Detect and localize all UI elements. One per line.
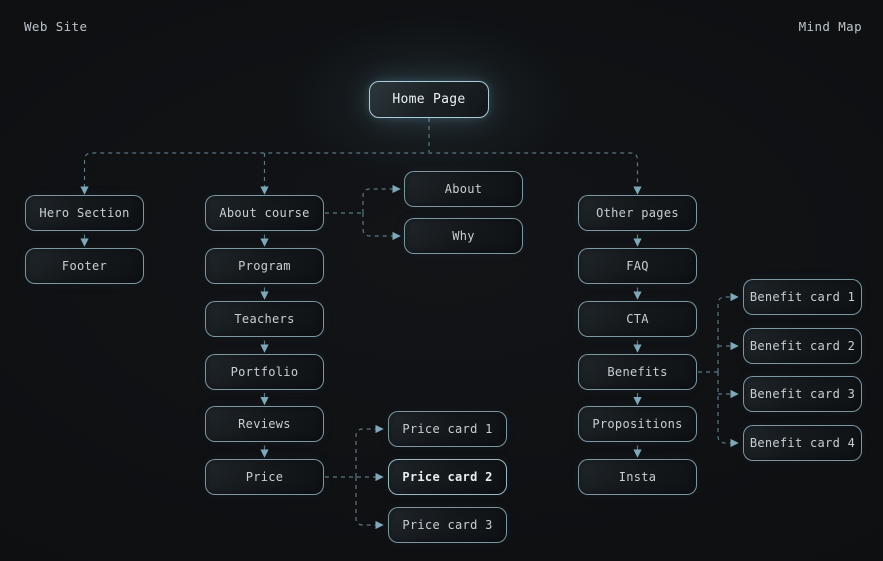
node-benefit-card-4[interactable]: Benefit card 4	[743, 425, 862, 461]
node-label: Why	[452, 229, 475, 243]
node-label: Benefit card 1	[749, 290, 856, 304]
node-benefits[interactable]: Benefits	[578, 354, 697, 390]
node-price-card-2[interactable]: Price card 2	[388, 459, 507, 495]
node-portfolio[interactable]: Portfolio	[205, 354, 324, 390]
node-label: Price	[245, 470, 284, 484]
node-label: Other pages	[596, 206, 679, 220]
node-benefit-card-3[interactable]: Benefit card 3	[743, 376, 862, 412]
node-label: Price card 1	[402, 422, 493, 436]
node-label: About	[444, 182, 483, 196]
node-label: Home Page	[392, 92, 466, 107]
node-label: Reviews	[238, 417, 291, 431]
node-label: Benefits	[607, 365, 668, 379]
node-label: Price card 3	[402, 518, 493, 532]
node-label: Benefit card 2	[749, 339, 856, 353]
node-label: Hero Section	[39, 206, 130, 220]
node-label: Propositions	[592, 417, 683, 431]
node-label: Benefit card 4	[749, 436, 856, 450]
connector-aboutcourse-about	[362, 184, 401, 213]
node-price[interactable]: Price	[205, 459, 324, 495]
node-other-pages[interactable]: Other pages	[578, 195, 697, 231]
connector-price-pricecard3	[355, 477, 384, 530]
node-label: Footer	[61, 259, 108, 273]
node-insta[interactable]: Insta	[578, 459, 697, 495]
node-price-card-3[interactable]: Price card 3	[388, 507, 507, 543]
node-why[interactable]: Why	[404, 218, 523, 254]
node-teachers[interactable]: Teachers	[205, 301, 324, 337]
node-label: Portfolio	[230, 365, 299, 379]
node-label: FAQ	[626, 259, 649, 273]
node-label: Benefit card 3	[749, 387, 856, 401]
node-cta[interactable]: CTA	[578, 301, 697, 337]
node-propositions[interactable]: Propositions	[578, 406, 697, 442]
node-program[interactable]: Program	[205, 248, 324, 284]
node-label: CTA	[626, 312, 649, 326]
node-benefit-card-2[interactable]: Benefit card 2	[743, 328, 862, 364]
node-about[interactable]: About	[404, 171, 523, 207]
connector-benefits-card1	[717, 292, 739, 372]
connector-main-horizontal	[80, 152, 642, 195]
view-mode-label: Mind Map	[798, 19, 862, 34]
node-about-course[interactable]: About course	[205, 195, 324, 231]
node-benefit-card-1[interactable]: Benefit card 1	[743, 279, 862, 315]
node-reviews[interactable]: Reviews	[205, 406, 324, 442]
node-label: Insta	[618, 470, 657, 484]
connector-price-pricecard1	[355, 424, 384, 477]
node-home-page[interactable]: Home Page	[369, 81, 489, 118]
node-footer[interactable]: Footer	[25, 248, 144, 284]
node-label: Price card 2	[402, 470, 493, 484]
node-hero-section[interactable]: Hero Section	[25, 195, 144, 231]
node-price-card-1[interactable]: Price card 1	[388, 411, 507, 447]
connector-benefits-card4	[717, 372, 739, 448]
document-title: Web Site	[24, 19, 88, 34]
connector-aboutcourse-why	[362, 213, 401, 241]
node-label: Program	[238, 259, 291, 273]
node-label: Teachers	[234, 312, 295, 326]
node-label: About course	[219, 206, 310, 220]
node-faq[interactable]: FAQ	[578, 248, 697, 284]
